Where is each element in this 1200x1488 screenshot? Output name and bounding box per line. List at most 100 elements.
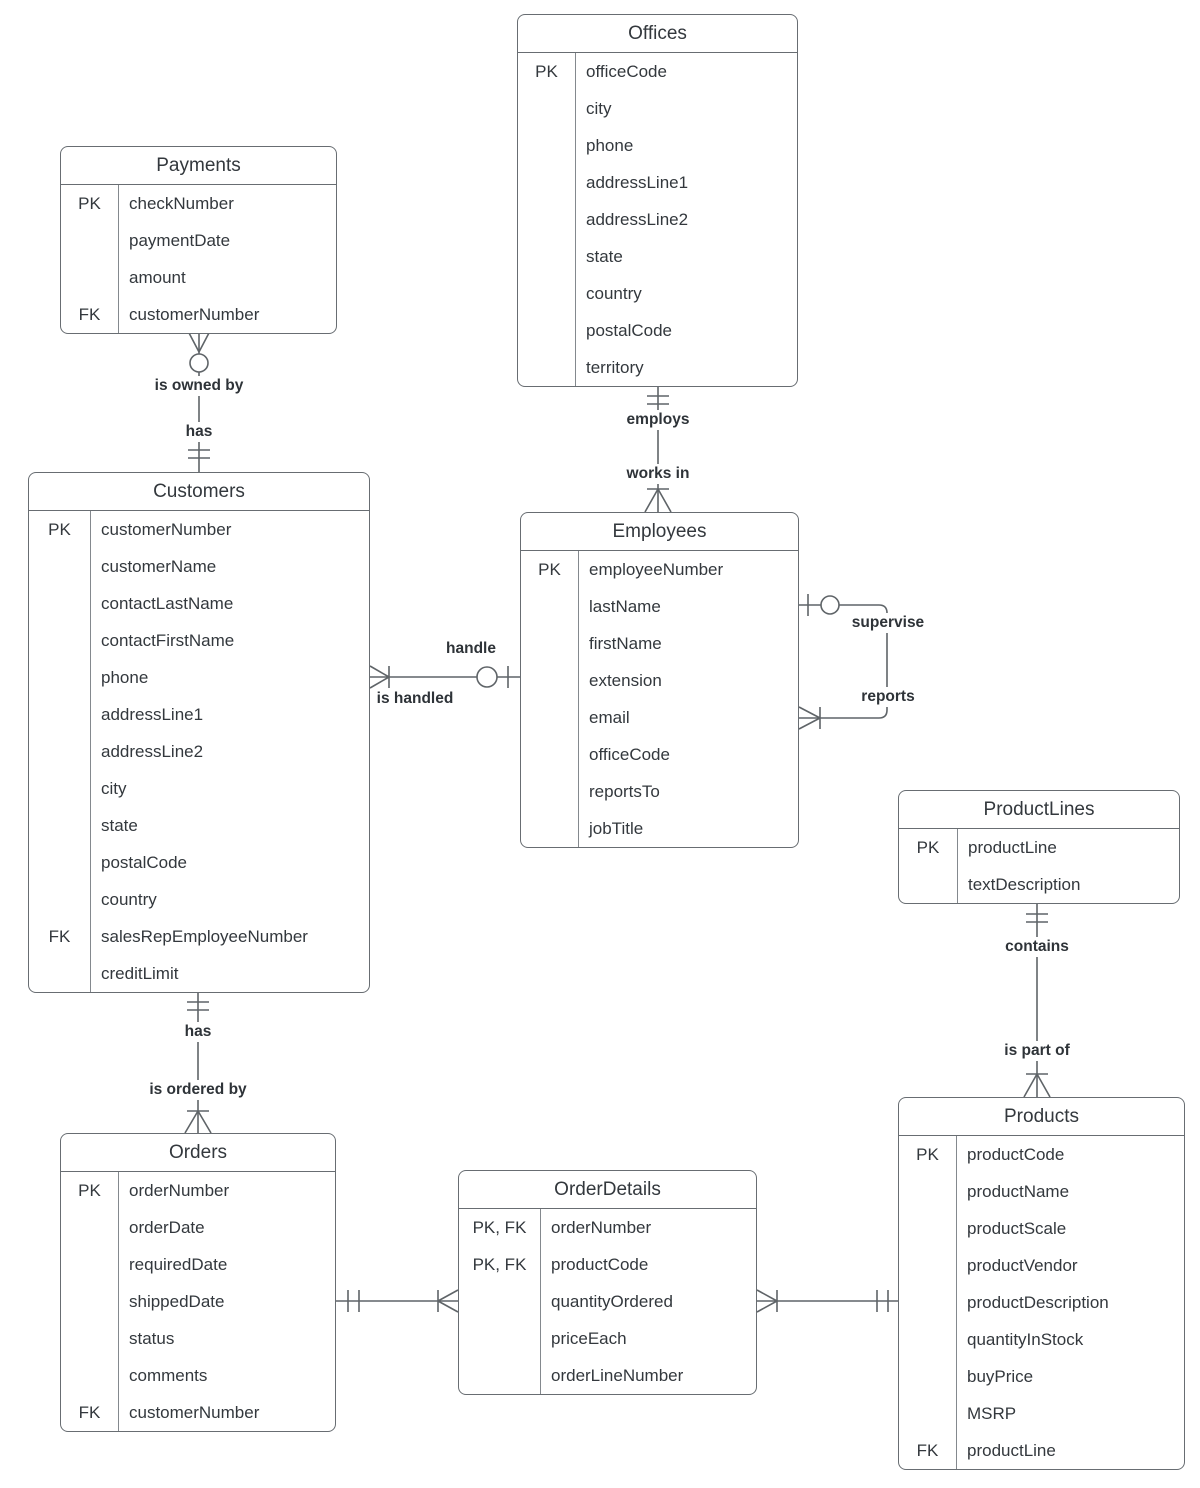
row-key-label: PK — [61, 1172, 119, 1209]
row-field-label: productName — [967, 1181, 1070, 1201]
row-key-label — [521, 810, 579, 847]
row-key-label — [459, 1320, 541, 1357]
row-field-label: productVendor — [967, 1255, 1078, 1275]
row-field-label: addressLine1 — [101, 704, 204, 724]
entity-title: Payments — [61, 147, 336, 185]
row-field-label: comments — [129, 1365, 208, 1385]
entity-row: state — [29, 807, 369, 844]
row-key-label — [61, 1209, 119, 1246]
row-key-label — [518, 349, 576, 386]
row-key-label — [518, 238, 576, 275]
entity-title: Orders — [61, 1134, 335, 1172]
entity-row: extension — [521, 662, 798, 699]
relationship-label-is-owned-by: is owned by — [149, 376, 249, 396]
row-field-label: addressLine2 — [101, 741, 204, 761]
row-field-label: officeCode — [586, 61, 667, 81]
row-key-label — [61, 1320, 119, 1357]
row-field-label: buyPrice — [967, 1366, 1034, 1386]
one-and-only-one-bars-icon — [187, 1001, 209, 1011]
one-and-only-one-bars-icon — [347, 1290, 360, 1312]
entity-row: territory — [518, 349, 797, 386]
row-key-label — [899, 1210, 957, 1247]
row-key-label — [29, 733, 91, 770]
connector-offices-employees — [644, 384, 672, 513]
row-key-label — [518, 127, 576, 164]
row-key-label — [61, 1357, 119, 1394]
row-key-label — [899, 1321, 957, 1358]
row-field-label: city — [101, 778, 127, 798]
row-key-label — [61, 1283, 119, 1320]
entity-row: country — [29, 881, 369, 918]
entity-title: ProductLines — [899, 791, 1179, 829]
row-key-label — [29, 881, 91, 918]
row-key-label — [899, 1284, 957, 1321]
entity-title: Offices — [518, 15, 797, 53]
row-field-label: productScale — [967, 1218, 1067, 1238]
relationship-label-employs: employs — [621, 410, 695, 430]
row-key-label: PK — [899, 829, 958, 866]
row-key-label: PK — [29, 511, 91, 548]
entity-row: status — [61, 1320, 335, 1357]
relationship-label-has-payments: has — [180, 422, 218, 442]
entity-row: addressLine1 — [29, 696, 369, 733]
row-field-label: customerNumber — [101, 519, 232, 539]
row-key-label — [899, 1358, 957, 1395]
row-field-label: firstName — [589, 633, 662, 653]
relationship-label-has-orders: has — [179, 1022, 217, 1042]
entity-row: amount — [61, 259, 336, 296]
zero-circle-icon — [820, 595, 840, 615]
relationship-label-supervise: supervise — [846, 613, 930, 633]
row-field-label: customerNumber — [129, 1402, 260, 1422]
relationship-label-contains: contains — [1000, 937, 1074, 957]
row-key-label — [518, 201, 576, 238]
row-field-label: requiredDate — [129, 1254, 228, 1274]
entity-row: jobTitle — [521, 810, 798, 847]
row-field-label: quantityInStock — [967, 1329, 1084, 1349]
row-field-label: addressLine2 — [586, 209, 689, 229]
row-key-label — [899, 1247, 957, 1284]
one-and-only-one-bars-icon — [647, 395, 669, 405]
row-field-label: email — [589, 707, 630, 727]
connector-orders-orderdetails — [336, 1289, 459, 1313]
entity-row: productVendor — [899, 1247, 1184, 1284]
row-key-label — [518, 164, 576, 201]
row-key-label: FK — [61, 1394, 119, 1431]
row-key-label — [521, 773, 579, 810]
entity-row: email — [521, 699, 798, 736]
entity-title: Employees — [521, 513, 798, 551]
row-field-label: productCode — [551, 1254, 649, 1274]
row-field-label: phone — [101, 667, 149, 687]
entity-row: FK customerNumber — [61, 1394, 335, 1431]
row-field-label: state — [101, 815, 138, 835]
entity-row: paymentDate — [61, 222, 336, 259]
row-field-label: phone — [586, 135, 634, 155]
row-field-label: contactFirstName — [101, 630, 235, 650]
entity-title: Products — [899, 1098, 1184, 1136]
one-and-only-one-bars-icon — [1026, 913, 1048, 923]
entity-row: productDescription — [899, 1284, 1184, 1321]
zero-circle-icon — [189, 353, 209, 373]
entity-row: comments — [61, 1357, 335, 1394]
entity-row: postalCode — [29, 844, 369, 881]
row-key-label — [459, 1357, 541, 1394]
relationship-label-works-in: works in — [621, 464, 695, 484]
entity-row: city — [518, 90, 797, 127]
connector-orderdetails-products — [756, 1289, 898, 1313]
row-key-label: PK — [899, 1136, 957, 1173]
row-key-label: FK — [61, 296, 119, 333]
entity-row: orderLineNumber — [459, 1357, 756, 1394]
row-key-label: PK, FK — [459, 1209, 541, 1246]
relationship-label-reports: reports — [856, 687, 920, 707]
entity-row: addressLine2 — [29, 733, 369, 770]
entity-row: quantityInStock — [899, 1321, 1184, 1358]
